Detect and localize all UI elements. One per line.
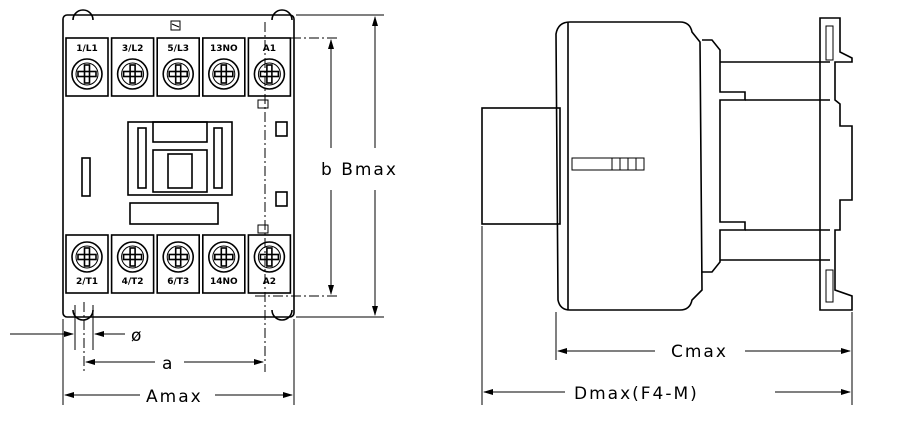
dim-label-hole: ø: [131, 326, 143, 346]
side-main-body: [555, 21, 703, 311]
screw-icon: [208, 241, 240, 273]
bottom-terminal-row: 2/T1 4/T2 6/T3 14NO A2: [65, 234, 292, 294]
front-view: 1/L1 3/L2 5/L3 13NO A1 2/T1 4/T2 6/T3 14NO A2: [62, 9, 340, 372]
screw-icon: [116, 58, 149, 90]
top-marker: [170, 20, 181, 31]
terminal-2-t1: 2/T1: [65, 234, 109, 294]
screw-icon: [116, 241, 149, 273]
side-slot: [571, 157, 645, 171]
terminal-label: 6/T3: [167, 277, 189, 287]
terminal-4-t2: 4/T2: [110, 234, 155, 294]
coil-mark-upper: [257, 99, 269, 109]
terminal-label: 4/T2: [122, 277, 144, 287]
terminal-5-l3: 5/L3: [156, 37, 200, 97]
mount-hole-top-right: [271, 9, 293, 21]
dim-label-height: b Bmax: [321, 160, 398, 180]
mount-hole-top-left: [72, 9, 94, 21]
terminal-label: 5/L3: [167, 44, 189, 54]
indicator-slot: [81, 157, 91, 197]
terminal-label: A1: [263, 44, 276, 54]
din-rail-clip: [819, 17, 853, 311]
terminal-a2: A2: [247, 234, 292, 294]
terminal-13no: 13NO: [202, 37, 246, 97]
terminal-label: 14NO: [210, 277, 238, 287]
armature-window: [127, 121, 233, 196]
screw-icon: [162, 241, 194, 273]
dim-label-depth-c: Cmax: [671, 342, 728, 362]
terminal-label: A2: [263, 277, 276, 287]
top-terminal-row: 1/L1 3/L2 5/L3 13NO A1: [65, 37, 292, 97]
terminal-label: 2/T1: [76, 277, 98, 287]
side-dimensions: [481, 226, 853, 405]
terminal-1-l1: 1/L1: [65, 37, 109, 97]
side-view: [481, 17, 853, 311]
terminal-label: 1/L1: [76, 44, 98, 54]
mount-hole-bottom-left: [72, 309, 94, 321]
coil-mark-lower: [257, 224, 269, 234]
screw-icon: [253, 241, 286, 273]
dim-label-pitch: a: [162, 354, 174, 374]
terminal-6-t3: 6/T3: [156, 234, 200, 294]
side-square-upper: [275, 121, 288, 137]
terminal-label: 3/L2: [122, 44, 144, 54]
side-front-block: [481, 107, 561, 225]
dim-label-depth-d: Dmax(F4-M): [574, 384, 699, 404]
screw-icon: [253, 58, 286, 90]
screw-icon: [71, 58, 103, 90]
side-square-lower: [275, 191, 288, 207]
side-rear-section: [702, 39, 746, 273]
terminal-14no: 14NO: [202, 234, 246, 294]
dim-label-width: Amax: [146, 387, 203, 407]
screw-icon: [208, 58, 240, 90]
front-dimensions: [10, 14, 384, 405]
screw-icon: [71, 241, 103, 273]
terminal-label: 13NO: [210, 44, 238, 54]
front-body-outline: [62, 14, 295, 318]
mount-hole-bottom-right: [271, 309, 293, 321]
label-plate: [129, 202, 219, 225]
terminal-a1: A1: [247, 37, 292, 97]
terminal-3-l2: 3/L2: [110, 37, 155, 97]
screw-icon: [162, 58, 194, 90]
